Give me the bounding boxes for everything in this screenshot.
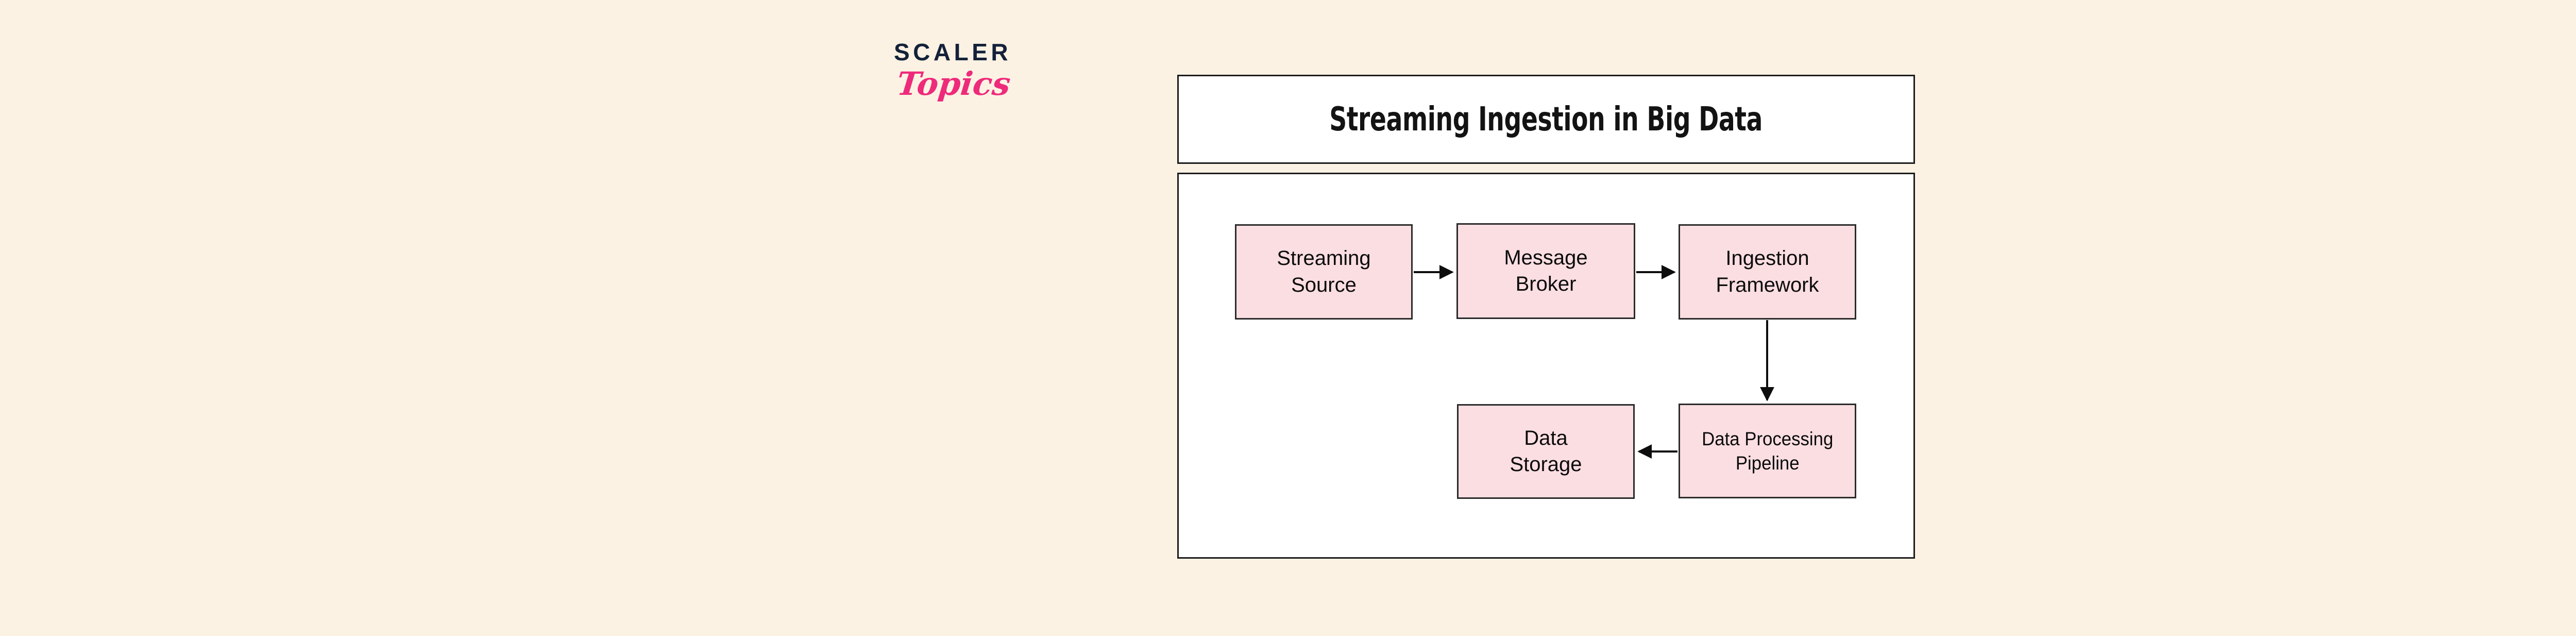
node-streaming-source[interactable]: Streaming Source [1235,224,1413,320]
node-data-storage[interactable]: Data Storage [1457,404,1635,499]
diagram-connectors [1414,265,1774,459]
diagram-card: Streaming Source Message Broker Ingestio… [1177,173,1915,559]
node-data-processing-pipeline[interactable]: Data Processing Pipeline [1679,404,1856,498]
node-message-broker[interactable]: Message Broker [1456,223,1635,319]
node-ingestion-framework[interactable]: Ingestion Framework [1679,224,1856,320]
node-label: Streaming Source [1277,247,1371,296]
page-title: Streaming Ingestion in Big Data [1329,100,1763,139]
logo-script-topics: Topics [895,65,1012,103]
scaler-topics-logo: SCALER Topics [894,40,1048,128]
logo-wordmark: SCALER [894,39,1012,65]
node-label: Ingestion Framework [1716,247,1819,296]
node-label: Data Processing Pipeline [1701,428,1834,474]
node-label: Message Broker [1504,246,1588,295]
node-label: Data Storage [1510,426,1582,476]
title-card: Streaming Ingestion in Big Data [1177,75,1915,164]
